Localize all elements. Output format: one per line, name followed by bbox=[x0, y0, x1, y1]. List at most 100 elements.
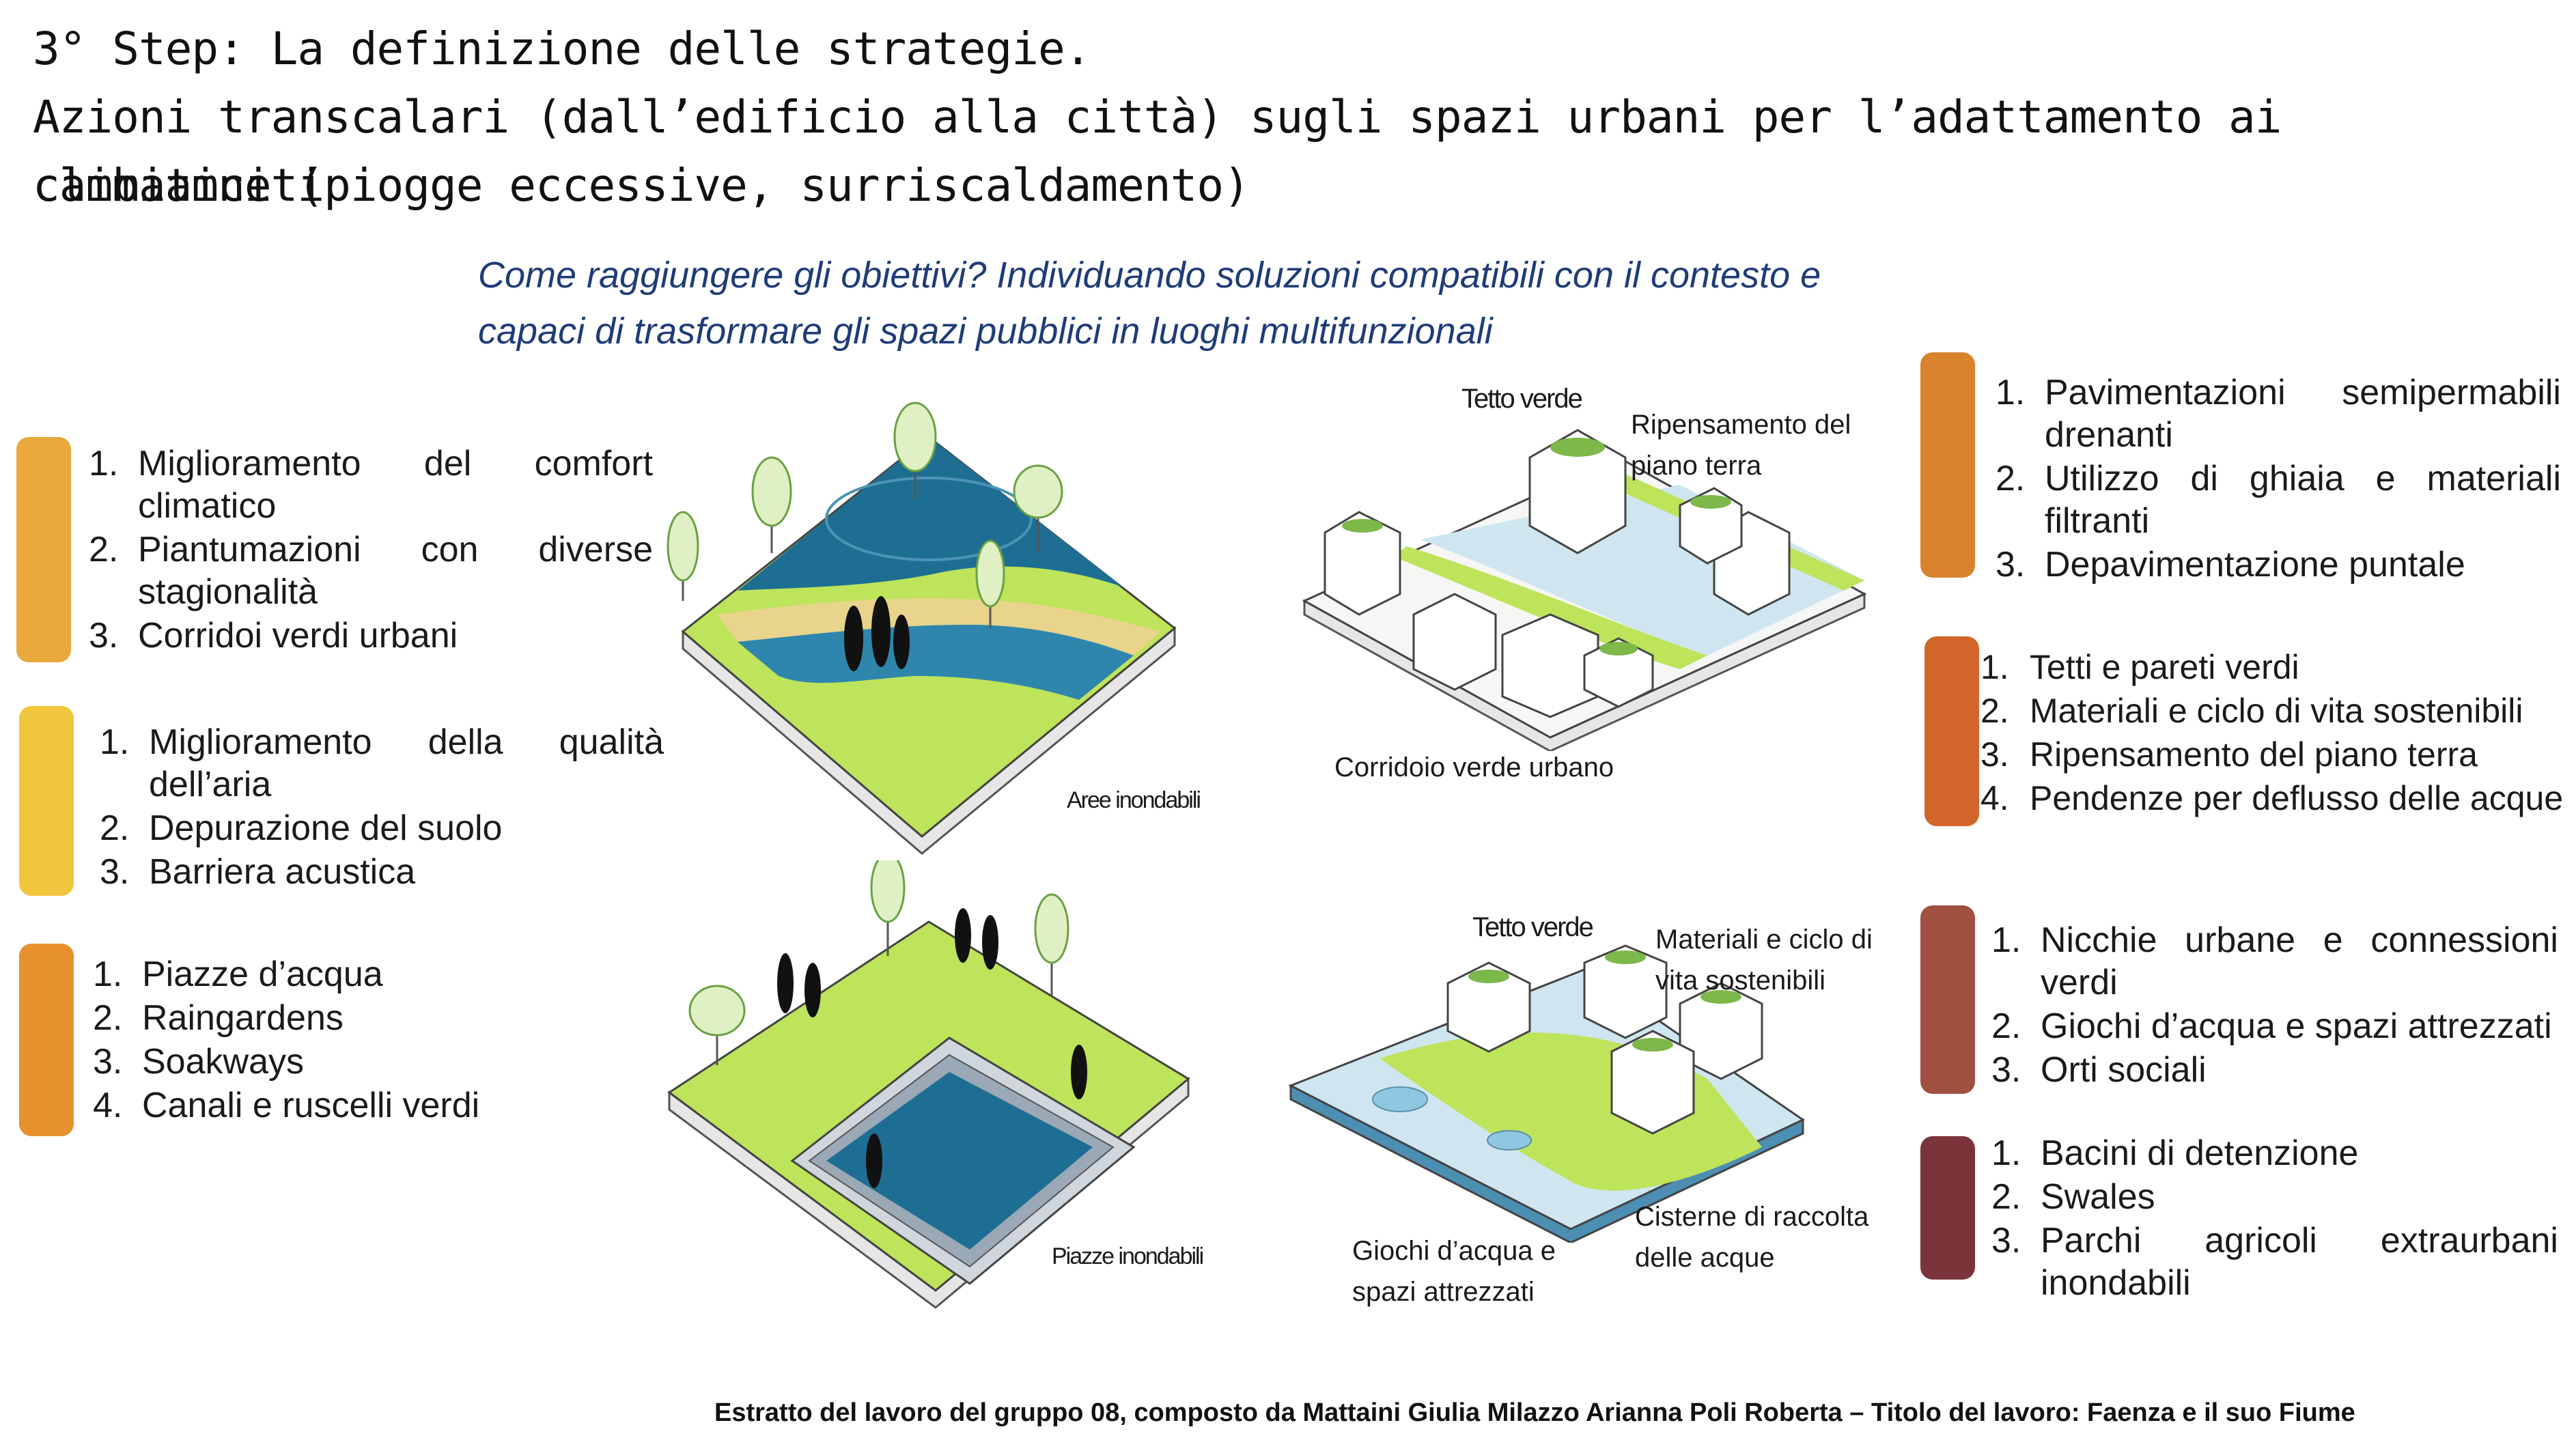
list-num: 3. bbox=[1996, 545, 2026, 584]
list-text: Swales bbox=[2041, 1177, 2155, 1217]
question-line-1: Come raggiungere gli obiettivi? Individu… bbox=[478, 255, 1821, 296]
building bbox=[1446, 961, 1531, 1053]
roof-garden bbox=[1342, 519, 1383, 533]
person-silhouette bbox=[871, 596, 891, 667]
label-materiali-2: vita sostenibili bbox=[1655, 965, 1826, 996]
person-silhouette bbox=[982, 915, 998, 970]
list-text: Parchi agricoli extraurbani inondabili bbox=[2041, 1221, 2558, 1303]
person-silhouette bbox=[955, 908, 971, 963]
building bbox=[1583, 637, 1654, 708]
person-silhouette bbox=[844, 606, 863, 671]
list-item: 3.Corridoi verdi urbani bbox=[89, 615, 653, 657]
list-num: 2. bbox=[1980, 692, 2009, 730]
tree-group bbox=[688, 860, 1069, 1065]
list-text: Tetti e pareti verdi bbox=[2030, 648, 2299, 686]
left-group-2-list: 1.Miglioramento della qualità dell’aria … bbox=[100, 721, 664, 894]
label-ripensamento-2: piano terra bbox=[1631, 451, 1762, 481]
urban-corridor-diagram bbox=[1302, 429, 1867, 751]
list-num: 1. bbox=[1991, 1133, 2021, 1173]
list-num: 2. bbox=[1996, 459, 2026, 498]
list-item: 4.Canali e ruscelli verdi bbox=[93, 1084, 612, 1127]
buildings bbox=[1446, 944, 1763, 1135]
tree-group bbox=[667, 401, 1063, 628]
list-item: 3.Parchi agricoli extraurbani inondabili bbox=[1991, 1219, 2558, 1304]
roof-garden bbox=[1690, 495, 1731, 509]
list-item: 3.Soakways bbox=[93, 1041, 612, 1083]
right-group-3-list: 1.Nicchie urbane e connessioni verdi 2.G… bbox=[1991, 919, 2558, 1092]
list-text: Giochi d’acqua e spazi attrezzati bbox=[2041, 1006, 2552, 1046]
person-silhouette bbox=[1071, 1045, 1087, 1099]
guiding-question: Come raggiungere gli obiettivi? Individu… bbox=[478, 247, 1844, 359]
person-silhouette bbox=[777, 953, 794, 1013]
tree-crown bbox=[893, 401, 937, 472]
person-silhouette bbox=[866, 1133, 882, 1188]
label-tetto-verde-2: Tetto verde bbox=[1472, 912, 1594, 942]
left-group-3-list: 1.Piazze d’acqua 2.Raingardens 3.Soakway… bbox=[93, 953, 612, 1128]
building bbox=[1679, 487, 1743, 565]
list-num: 2. bbox=[89, 530, 119, 569]
list-item: 2. Giochi d’acqua e spazi attrezzati bbox=[1991, 1005, 2558, 1047]
left-group-1-list: 1.Miglioramento del comfort climatico 2.… bbox=[89, 442, 653, 658]
list-num: 1. bbox=[1991, 920, 2021, 960]
water-ripple bbox=[825, 477, 1033, 561]
color-bar bbox=[19, 944, 74, 1136]
label-materiali-1: Materiali e ciclo di bbox=[1655, 925, 1873, 955]
roof-garden bbox=[1700, 990, 1741, 1004]
roof-garden bbox=[1550, 438, 1605, 457]
green-roofs bbox=[1468, 950, 1741, 1052]
label-piazze-inondabili: Piazze inondabili bbox=[1052, 1243, 1204, 1269]
label-cisterne-2: delle acque bbox=[1635, 1243, 1775, 1273]
list-item: 1. Miglioramento della qualità dell’aria bbox=[100, 721, 664, 806]
list-item: 2. Utilizzo di ghiaia e materiali filtran… bbox=[1996, 457, 2561, 542]
list-num: 2. bbox=[1991, 1006, 2021, 1046]
basin-water bbox=[826, 1072, 1093, 1250]
list-text: Bacini di detenzione bbox=[2041, 1133, 2359, 1173]
green-roofs bbox=[1342, 438, 1731, 655]
step-title: 3° Step: La definizione delle strategie. bbox=[33, 23, 1091, 75]
question-line-2: capaci di trasformare gli spazi pubblici… bbox=[478, 311, 1493, 352]
list-item: 3.Barriera acustica bbox=[100, 851, 664, 893]
list-text: Piazze d’acqua bbox=[142, 955, 383, 994]
list-text: Miglioramento della qualità dell’aria bbox=[149, 722, 664, 804]
roof-garden bbox=[1599, 642, 1638, 655]
list-text: Orti sociali bbox=[2041, 1050, 2207, 1090]
list-item: 1. Bacini di detenzione bbox=[1991, 1132, 2558, 1174]
list-item: 3.Orti sociali bbox=[1991, 1049, 2558, 1091]
list-num: 1. bbox=[100, 722, 130, 762]
label-giochi-2: spazi attrezzati bbox=[1352, 1277, 1535, 1307]
roof-garden bbox=[1468, 970, 1509, 983]
list-text: Utilizzo di ghiaia e materiali filtranti bbox=[2045, 459, 2561, 541]
list-text: Depurazione del suolo bbox=[149, 808, 503, 848]
list-item: 2.Piantumazioni con diverse stagionalità bbox=[89, 528, 653, 613]
list-item: 4.Pendenze per deflusso delle acque bbox=[1980, 777, 2568, 819]
right-group-1-list: 1.Pavimentazioni semipermabili drenanti … bbox=[1996, 371, 2561, 587]
person-silhouette bbox=[804, 963, 821, 1017]
color-bar bbox=[16, 437, 71, 662]
building bbox=[1528, 429, 1627, 554]
list-item: 2.Depurazione del suolo bbox=[100, 807, 664, 849]
roof-garden bbox=[1632, 1038, 1673, 1052]
list-item: 1.Pavimentazioni semipermabili drenanti bbox=[1996, 371, 2561, 456]
right-group-2-list: 1.Tetti e pareti verdi 2.Materiali e cic… bbox=[1980, 646, 2568, 821]
color-bar bbox=[19, 706, 74, 896]
water-pool bbox=[1487, 1130, 1532, 1151]
list-item: 2.Raingardens bbox=[93, 997, 612, 1039]
water-pool bbox=[1372, 1086, 1428, 1112]
green-bank bbox=[1393, 546, 1707, 669]
color-bar bbox=[1920, 905, 1975, 1094]
list-text: Raingardens bbox=[142, 998, 344, 1038]
list-item: 2.Materiali e ciclo di vita sostenibili bbox=[1980, 690, 2568, 732]
list-text: Depavimentazione puntale bbox=[2045, 545, 2465, 584]
list-num: 3. bbox=[93, 1042, 123, 1082]
color-bar bbox=[1920, 1136, 1975, 1280]
label-ripensamento-1: Ripensamento del bbox=[1631, 410, 1851, 440]
list-item: 1.Tetti e pareti verdi bbox=[1980, 646, 2568, 688]
list-num: 1. bbox=[1996, 373, 2026, 412]
people-silhouettes bbox=[777, 908, 1087, 1188]
list-item: 2.Swales bbox=[1991, 1176, 2558, 1218]
list-text: Canali e ruscelli verdi bbox=[142, 1086, 480, 1125]
list-item: 3. Depavimentazione puntale bbox=[1996, 544, 2561, 586]
tree-crown bbox=[1034, 893, 1069, 964]
tree-crown bbox=[688, 985, 746, 1036]
list-text: Barriera acustica bbox=[149, 852, 416, 892]
